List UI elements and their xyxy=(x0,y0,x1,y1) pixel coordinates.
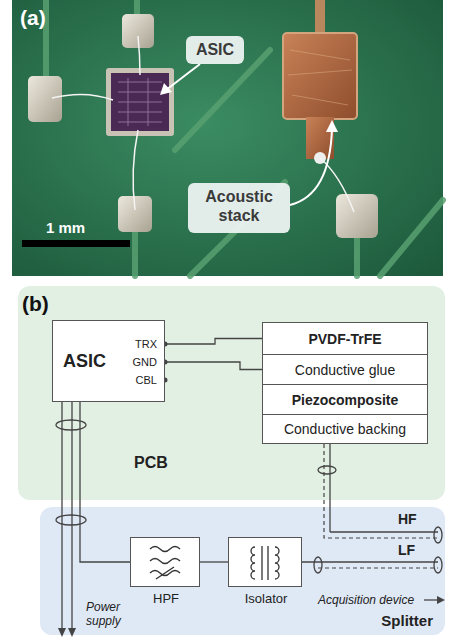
io-label: Acquisition device xyxy=(318,593,414,607)
splitter-ground xyxy=(40,507,445,635)
isolator-block: Isolator xyxy=(228,537,302,587)
node-label: ASIC xyxy=(63,350,106,372)
scale-bar xyxy=(22,240,130,247)
node-label: Acoustic stack xyxy=(194,187,284,225)
panel-letter: (a) xyxy=(20,6,46,30)
arrow-head xyxy=(160,83,172,95)
bond-pad xyxy=(28,76,62,122)
arrow-head xyxy=(326,120,338,132)
node-label: Isolator xyxy=(219,591,313,606)
filter-fill xyxy=(130,537,200,587)
stack-layer: Conductive backing xyxy=(262,414,428,444)
wire-connector xyxy=(165,362,262,370)
panel-letter: (b) xyxy=(22,292,49,316)
stack-texture xyxy=(288,50,352,105)
signal-label: LF xyxy=(398,542,415,558)
cable-shield xyxy=(318,444,438,568)
pin-label: TRX xyxy=(135,337,157,351)
pcb-trace xyxy=(46,0,443,276)
bond-pad xyxy=(118,196,152,232)
pcb-trace xyxy=(315,0,325,36)
signal-label: HF xyxy=(398,511,417,527)
wire-connector xyxy=(200,561,228,562)
wire-connector xyxy=(80,402,130,562)
asic-chip xyxy=(111,73,169,131)
node-label: ASIC xyxy=(196,40,234,59)
node-label: Conductive glue xyxy=(295,362,395,378)
node-label: PVDF-TrFE xyxy=(308,331,381,347)
chip-outline xyxy=(106,68,174,136)
photo-board xyxy=(12,0,443,276)
transformer-symbol xyxy=(251,546,279,580)
wire xyxy=(56,402,442,628)
io-label: Power supply xyxy=(86,600,138,628)
node-label: PCB xyxy=(134,454,168,472)
arrow-head xyxy=(68,628,76,637)
hpf-symbol xyxy=(150,547,180,580)
bond-pad xyxy=(336,194,378,238)
arrow-head xyxy=(437,596,445,604)
stack-layer: PVDF-TrFE xyxy=(262,322,428,355)
pcb-ground xyxy=(18,286,445,500)
node-label: Piezocomposite xyxy=(292,392,399,408)
pin-label: CBL xyxy=(136,373,157,387)
wire-connector xyxy=(165,339,262,345)
filter-block: HPF xyxy=(130,537,200,587)
arrow-head xyxy=(58,628,66,637)
stack-layer: Piezocomposite xyxy=(262,384,428,415)
node-label: Splitter xyxy=(381,612,433,629)
node-label: HPF xyxy=(121,591,211,606)
node-label: Conductive backing xyxy=(284,421,406,437)
scale-label: 1 mm xyxy=(46,219,85,236)
pcb-panel: PCB ASIC TRX GND CBL PVDF-TrFE Conductive glue… xyxy=(18,286,445,500)
isolator-fill xyxy=(228,537,302,587)
pin-label: GND xyxy=(133,355,157,369)
acoustic-stack xyxy=(283,33,357,119)
stack-layer: Conductive glue xyxy=(262,354,428,385)
callout-box: ASIC xyxy=(186,36,244,64)
callout-box: Acoustic stack xyxy=(188,183,290,233)
chip-pattern xyxy=(118,78,162,126)
asic-block: ASIC TRX GND CBL xyxy=(52,320,165,402)
